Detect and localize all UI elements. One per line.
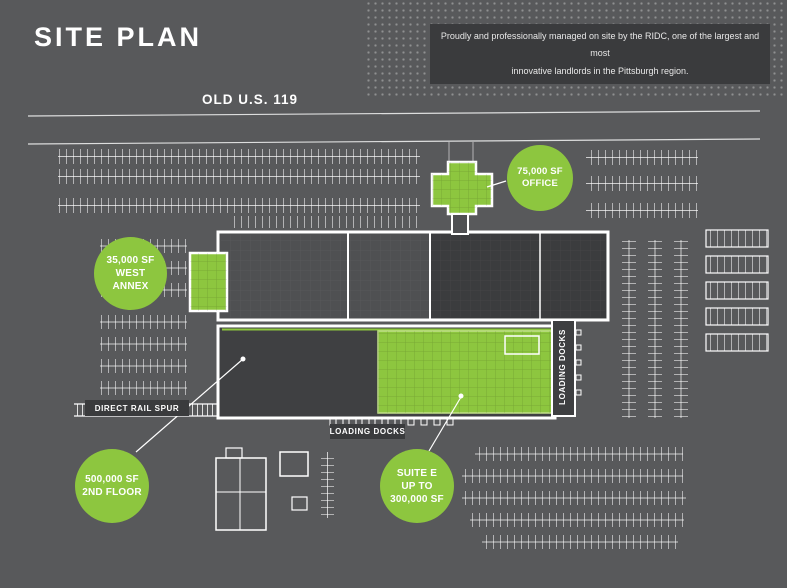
- page-title: SITE PLAN: [34, 22, 203, 52]
- callout-suite-e: SUITE E UP TO 300,000 SF: [380, 449, 454, 523]
- outbuildings: [215, 447, 309, 531]
- callout-suite-e-line3: 300,000 SF: [390, 493, 444, 505]
- suite-e-area: [377, 330, 553, 414]
- callout-west-annex-line3: ANNEX: [112, 281, 149, 292]
- parking-north: [58, 149, 420, 228]
- building-office: [430, 160, 494, 235]
- callout-second-floor: 500,000 SF 2ND FLOOR: [75, 449, 149, 523]
- callout-second-floor-line2: 2ND FLOOR: [82, 487, 142, 498]
- parking-south-center: [321, 452, 334, 518]
- building-west-annex: [188, 251, 229, 313]
- callout-connectors: [135, 180, 507, 453]
- callout-office-line1: 75,000 SF: [517, 165, 563, 177]
- callout-second-floor-line1: 500,000 SF: [85, 474, 139, 485]
- callout-office-line2: OFFICE: [521, 178, 559, 189]
- rail-spur-label: DIRECT RAIL SPUR: [85, 400, 189, 416]
- callout-suite-e-line2: UP TO: [401, 480, 433, 492]
- managed-note-line2: innovative landlords in the Pittsburgh r…: [511, 65, 689, 76]
- callout-office: 75,000 SF OFFICE: [507, 145, 573, 211]
- callout-west-annex: 35,000 SF WEST ANNEX: [94, 237, 167, 310]
- loading-docks-label-right: LOADING DOCKS: [558, 329, 567, 405]
- parking-northeast: [586, 150, 698, 218]
- road-label: OLD U.S. 119: [202, 92, 299, 107]
- parking-east: [622, 240, 688, 418]
- loading-dock-strip: [551, 319, 582, 417]
- parking-southeast: [462, 447, 686, 549]
- managed-note: Proudly and professionally managed on si…: [430, 24, 770, 84]
- road-old-us-119: [27, 110, 761, 164]
- managed-note-line1: Proudly and professionally managed on si…: [440, 30, 760, 59]
- building-main: [216, 230, 610, 322]
- callout-west-annex-line1: 35,000 SF: [106, 255, 155, 266]
- trailer-parking-east: [705, 229, 769, 352]
- callout-west-annex-line2: WEST: [115, 268, 146, 279]
- callout-suite-e-line1: SUITE E: [396, 467, 438, 479]
- loading-docks-label-bottom: LOADING DOCKS: [330, 424, 405, 439]
